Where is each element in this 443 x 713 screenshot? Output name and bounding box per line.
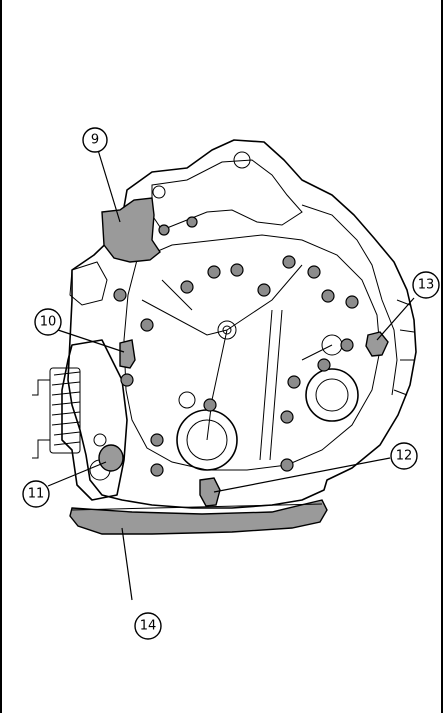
bolt (257, 283, 271, 297)
case-rib-diagonal-5 (269, 309, 283, 461)
part-10-component (119, 339, 136, 369)
right-flange-detail (301, 204, 398, 396)
case-boss-center-inner (222, 325, 232, 335)
bolt (280, 410, 294, 424)
bolt (345, 295, 359, 309)
bolt (230, 263, 244, 277)
part-11-component (98, 444, 124, 472)
bolt (120, 373, 134, 387)
differential-hub (305, 368, 359, 422)
differential-hub-inner (315, 378, 349, 412)
callout-14: 14 (134, 612, 162, 640)
callout-12: 12 (390, 442, 418, 470)
bolt (150, 433, 164, 447)
callout-10-label: 10 (40, 315, 57, 330)
bolt (282, 255, 296, 269)
bolt (186, 216, 198, 228)
oil-pan-rim (71, 503, 323, 511)
bolt (150, 463, 164, 477)
oil-cooler-fins (51, 371, 81, 446)
cooler-pipe-lower (32, 439, 50, 459)
right-ribs (393, 299, 415, 396)
leader-10 (57, 329, 125, 353)
bolt (307, 265, 321, 279)
bolt (207, 265, 221, 279)
callout-12-label: 12 (396, 449, 413, 464)
callout-9: 9 (82, 127, 108, 153)
callout-13-label: 13 (418, 278, 435, 293)
bolt-group (113, 216, 359, 477)
part-12-component (199, 477, 221, 507)
leader-13 (376, 297, 415, 341)
callout-14-label: 14 (140, 619, 157, 634)
callout-11: 11 (22, 480, 50, 508)
case-rib-diagonal-6 (161, 279, 333, 361)
leader-14 (121, 527, 133, 601)
callout-11-label: 11 (28, 487, 45, 502)
bolt (180, 280, 194, 294)
case-boss-center (217, 320, 237, 340)
callout-10: 10 (34, 308, 62, 336)
leader-12 (213, 457, 391, 493)
bolt (113, 288, 127, 302)
part-9-component (101, 197, 161, 263)
bolt (321, 289, 335, 303)
callout-9-label: 9 (91, 133, 99, 148)
bolt (140, 318, 154, 332)
upper-left-bracket (69, 261, 108, 306)
bolt (317, 358, 331, 372)
bolt (203, 398, 217, 412)
bell-housing-contour (123, 234, 381, 471)
case-rib-diagonal-2 (226, 264, 303, 331)
leader-9 (97, 149, 121, 223)
part-13-component (365, 331, 389, 357)
bolt (158, 224, 170, 236)
oil-cooler (49, 367, 81, 454)
callout-13: 13 (412, 271, 440, 299)
bolt (340, 338, 354, 352)
case-rib-diagonal-3 (206, 329, 228, 441)
input-shaft-bore-inner (186, 419, 228, 461)
part-14-oil-pan (69, 499, 328, 535)
upper-left-mount-hole (152, 185, 166, 199)
left-ancillary-housing (61, 339, 128, 501)
case-rib-diagonal-4 (259, 309, 273, 461)
upper-housing-detail (151, 159, 303, 231)
leader-11 (47, 461, 107, 487)
left-housing-boss-small (93, 433, 107, 447)
case-rib-diagonal-1 (141, 299, 228, 336)
transmission-case-outline (67, 139, 417, 509)
cooler-pipe-upper (32, 379, 50, 396)
case-boss-left (178, 391, 196, 409)
bolt (287, 375, 301, 389)
upper-mount-hole (233, 151, 251, 169)
bolt (280, 458, 294, 472)
